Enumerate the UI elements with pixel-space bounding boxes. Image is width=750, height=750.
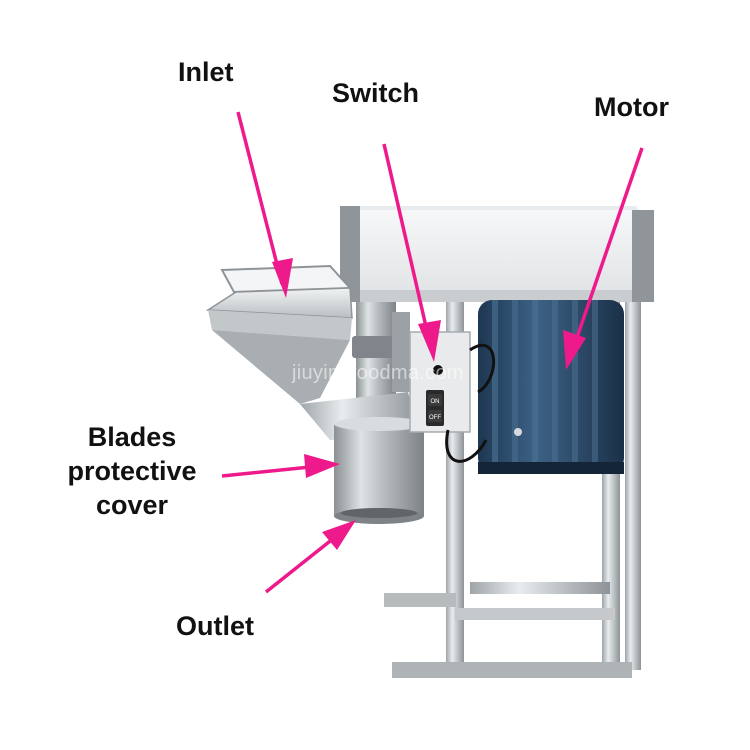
blades-protective-cover xyxy=(334,417,424,524)
switch-off-label: OFF xyxy=(429,415,441,421)
arrow-inlet xyxy=(236,111,284,285)
top-housing xyxy=(340,206,654,302)
label-motor: Motor xyxy=(594,92,669,122)
arrowhead-outlet xyxy=(322,520,356,550)
label-blades-line2: protective xyxy=(67,456,197,486)
inlet-hopper xyxy=(205,264,353,404)
arrowhead-blades xyxy=(304,454,340,478)
arrow-switch xyxy=(382,143,432,345)
motor-body xyxy=(478,300,624,474)
label-blades-line3: cover xyxy=(95,490,169,520)
switch-on-label: ON xyxy=(431,399,440,405)
arrowhead-inlet xyxy=(272,258,293,298)
watermark: jiuyingfoodma.com xyxy=(292,362,464,384)
arrow-blades xyxy=(221,464,321,478)
arrowhead-motor xyxy=(563,330,586,370)
label-inlet: Inlet xyxy=(178,57,234,87)
label-blades-protective-cover: Blades protective cover xyxy=(52,420,212,522)
label-switch: Switch xyxy=(332,78,420,108)
switch-box: ON OFF xyxy=(409,331,496,463)
arrow-motor xyxy=(570,147,644,353)
label-outlet: Outlet xyxy=(176,611,254,641)
annotation-arrows xyxy=(221,111,644,594)
arrowhead-switch xyxy=(418,320,441,362)
label-blades-line1: Blades xyxy=(87,422,177,452)
